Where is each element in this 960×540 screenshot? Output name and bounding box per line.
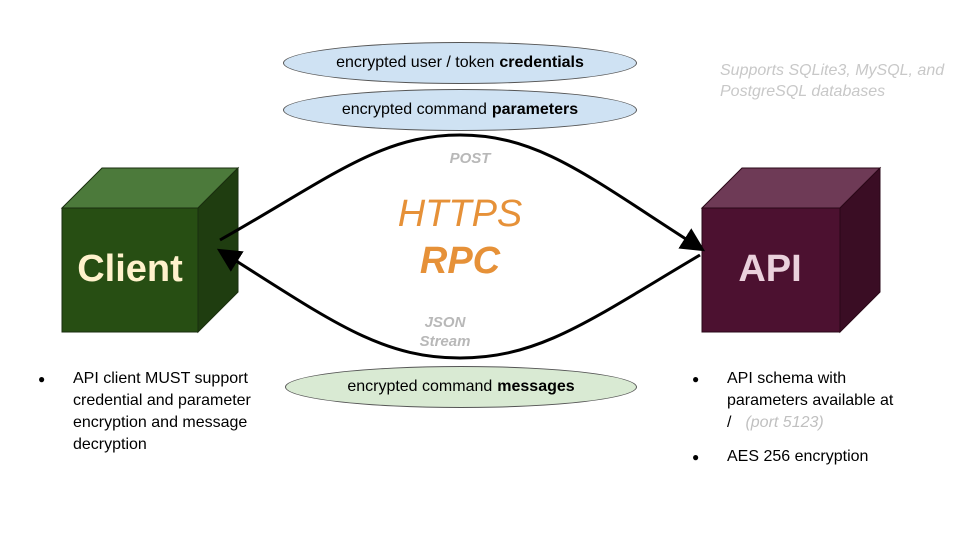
json-label-line2: Stream (419, 333, 471, 350)
client-notes: API client MUST support credential and p… (36, 368, 266, 456)
protocol-label: HTTPS (397, 193, 523, 235)
rpc-label: RPC (419, 240, 501, 282)
post-label: POST (449, 150, 491, 167)
json-stream-label: JSON Stream (405, 313, 485, 351)
api-note-schema: API schema with parameters available at … (690, 368, 920, 434)
api-note-port: (port 5123) (745, 414, 824, 431)
api-cube (700, 166, 882, 334)
parameters-pill-bold: parameters (491, 101, 579, 118)
database-support-note: Supports SQLite3, MySQL, and PostgreSQL … (720, 62, 945, 100)
post-arrow (219, 133, 706, 252)
json-label-line1: JSON (424, 314, 466, 331)
client-cube (60, 166, 240, 334)
client-label: Client (77, 248, 183, 290)
api-note-schema-text: API schema with parameters available at … (727, 370, 894, 431)
api-notes: API schema with parameters available at … (690, 368, 920, 468)
json-stream-arrow (216, 248, 701, 360)
api-label: API (738, 248, 802, 290)
client-note-item: API client MUST support credential and p… (36, 368, 266, 456)
parameters-pill: encrypted command parameters (283, 89, 637, 131)
api-cube-front (701, 207, 841, 333)
messages-pill-prefix: encrypted command (347, 378, 493, 395)
client-cube-front (61, 207, 199, 333)
credentials-pill-bold: credentials (499, 54, 584, 71)
api-note-encryption: AES 256 encryption (690, 446, 920, 468)
messages-pill: encrypted command messages (285, 366, 637, 408)
credentials-pill: encrypted user / token credentials (283, 42, 637, 84)
credentials-pill-prefix: encrypted user / token (336, 54, 495, 71)
messages-pill-bold: messages (497, 378, 575, 395)
parameters-pill-prefix: encrypted command (341, 101, 487, 118)
